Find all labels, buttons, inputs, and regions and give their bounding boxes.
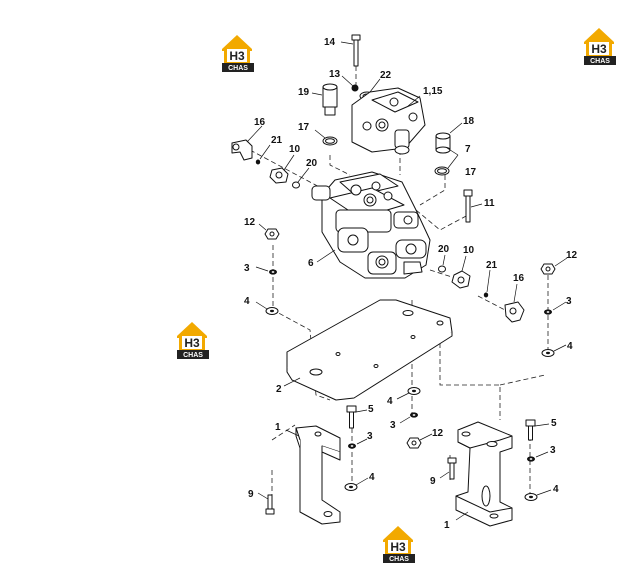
callout-10: 10 bbox=[463, 245, 475, 256]
lock-washer-3 bbox=[544, 301, 567, 315]
nut-12 bbox=[258, 223, 280, 240]
bracket-1 bbox=[285, 425, 341, 525]
callout-5: 5 bbox=[551, 418, 557, 429]
callout-12: 12 bbox=[432, 428, 444, 439]
callout-16: 16 bbox=[254, 117, 266, 128]
callout-22: 22 bbox=[380, 70, 392, 81]
callout-1: 1 bbox=[275, 422, 281, 433]
callout-9: 9 bbox=[248, 489, 254, 500]
callout-4: 4 bbox=[244, 296, 250, 307]
svg-text:CHAS: CHAS bbox=[389, 556, 409, 563]
lock-washer-3 bbox=[348, 438, 368, 449]
nut-12 bbox=[540, 257, 568, 275]
callout-20: 20 bbox=[438, 244, 450, 255]
fitting-10 bbox=[269, 154, 295, 184]
callout-1: 1 bbox=[444, 520, 450, 531]
flat-washer-4 bbox=[396, 387, 421, 400]
callout-9: 9 bbox=[430, 476, 436, 487]
washer-13 bbox=[341, 75, 359, 92]
nut-12 bbox=[406, 433, 433, 449]
callout-16: 16 bbox=[513, 273, 525, 284]
callout-3: 3 bbox=[244, 263, 250, 274]
lock-washer-3 bbox=[255, 266, 277, 275]
callout-4: 4 bbox=[369, 472, 375, 483]
lock-washer-3 bbox=[399, 412, 418, 424]
elbow-fitting-16 bbox=[231, 125, 263, 161]
fitting-10 bbox=[451, 255, 471, 289]
callout-6: 6 bbox=[308, 258, 314, 269]
bolt-9 bbox=[257, 492, 275, 515]
bracket-1 bbox=[455, 421, 513, 527]
svg-text:CHAS: CHAS bbox=[228, 65, 248, 72]
fitting-18 bbox=[435, 122, 463, 154]
svg-text:H3: H3 bbox=[390, 540, 406, 554]
brand-logo: H3 CHAS bbox=[383, 526, 415, 563]
brand-logo: H3 CHAS bbox=[222, 35, 254, 72]
callout-10: 10 bbox=[289, 144, 301, 155]
bolt-9 bbox=[439, 457, 457, 480]
callout-20: 20 bbox=[306, 158, 318, 169]
callout-3: 3 bbox=[566, 296, 572, 307]
callout-5: 5 bbox=[368, 404, 374, 415]
washer-20 bbox=[438, 254, 446, 273]
flat-washer-4 bbox=[541, 344, 567, 357]
bolt-5 bbox=[346, 405, 368, 429]
brand-logo: H3 CHAS bbox=[584, 28, 616, 65]
washer-20 bbox=[292, 167, 310, 189]
flat-washer-4 bbox=[344, 477, 369, 491]
callout-2: 2 bbox=[276, 384, 282, 395]
svg-text:H3: H3 bbox=[229, 49, 245, 63]
bolt-14 bbox=[340, 34, 361, 67]
seal-21 bbox=[483, 269, 491, 298]
seal-21 bbox=[255, 144, 271, 165]
callout-11: 11 bbox=[484, 198, 495, 209]
callout-4: 4 bbox=[387, 396, 393, 407]
callout-21: 21 bbox=[271, 135, 283, 146]
callout-12: 12 bbox=[244, 217, 256, 228]
callout-14: 14 bbox=[324, 37, 336, 48]
flat-washer-4 bbox=[524, 489, 552, 501]
callout-19: 19 bbox=[298, 87, 310, 98]
brand-logo: H3 CHAS bbox=[177, 322, 209, 359]
svg-text:CHAS: CHAS bbox=[183, 352, 203, 359]
callout-18: 18 bbox=[463, 116, 475, 127]
valve-section-1-15 bbox=[351, 87, 426, 155]
main-valve-body-6 bbox=[311, 171, 431, 279]
lock-washer-3 bbox=[527, 451, 549, 462]
callout-4: 4 bbox=[553, 484, 559, 495]
callout-labels: 14 13 22 19 1,15 16 21 17 18 10 7 20 17 … bbox=[244, 37, 578, 531]
callout-21: 21 bbox=[486, 260, 498, 271]
bolt-11 bbox=[463, 189, 483, 223]
callout-7: 7 bbox=[465, 144, 471, 155]
callout-4: 4 bbox=[567, 341, 573, 352]
svg-text:H3: H3 bbox=[184, 336, 200, 350]
svg-text:H3: H3 bbox=[591, 42, 607, 56]
callout-17: 17 bbox=[298, 122, 310, 133]
svg-text:CHAS: CHAS bbox=[590, 58, 610, 65]
elbow-fitting-16 bbox=[504, 283, 525, 323]
bolt-5 bbox=[525, 419, 550, 441]
callout-3: 3 bbox=[390, 420, 396, 431]
mounting-plate-2 bbox=[283, 299, 453, 401]
callout-3: 3 bbox=[550, 445, 556, 456]
callout-17: 17 bbox=[465, 167, 477, 178]
callout-1-15: 1,15 bbox=[423, 86, 443, 97]
callout-12: 12 bbox=[566, 250, 578, 261]
o-ring-17 bbox=[434, 147, 459, 176]
callout-13: 13 bbox=[329, 69, 341, 80]
o-ring-17 bbox=[314, 129, 338, 146]
flat-washer-4 bbox=[255, 301, 279, 315]
fitting-19 bbox=[311, 83, 338, 116]
callout-3: 3 bbox=[367, 431, 373, 442]
